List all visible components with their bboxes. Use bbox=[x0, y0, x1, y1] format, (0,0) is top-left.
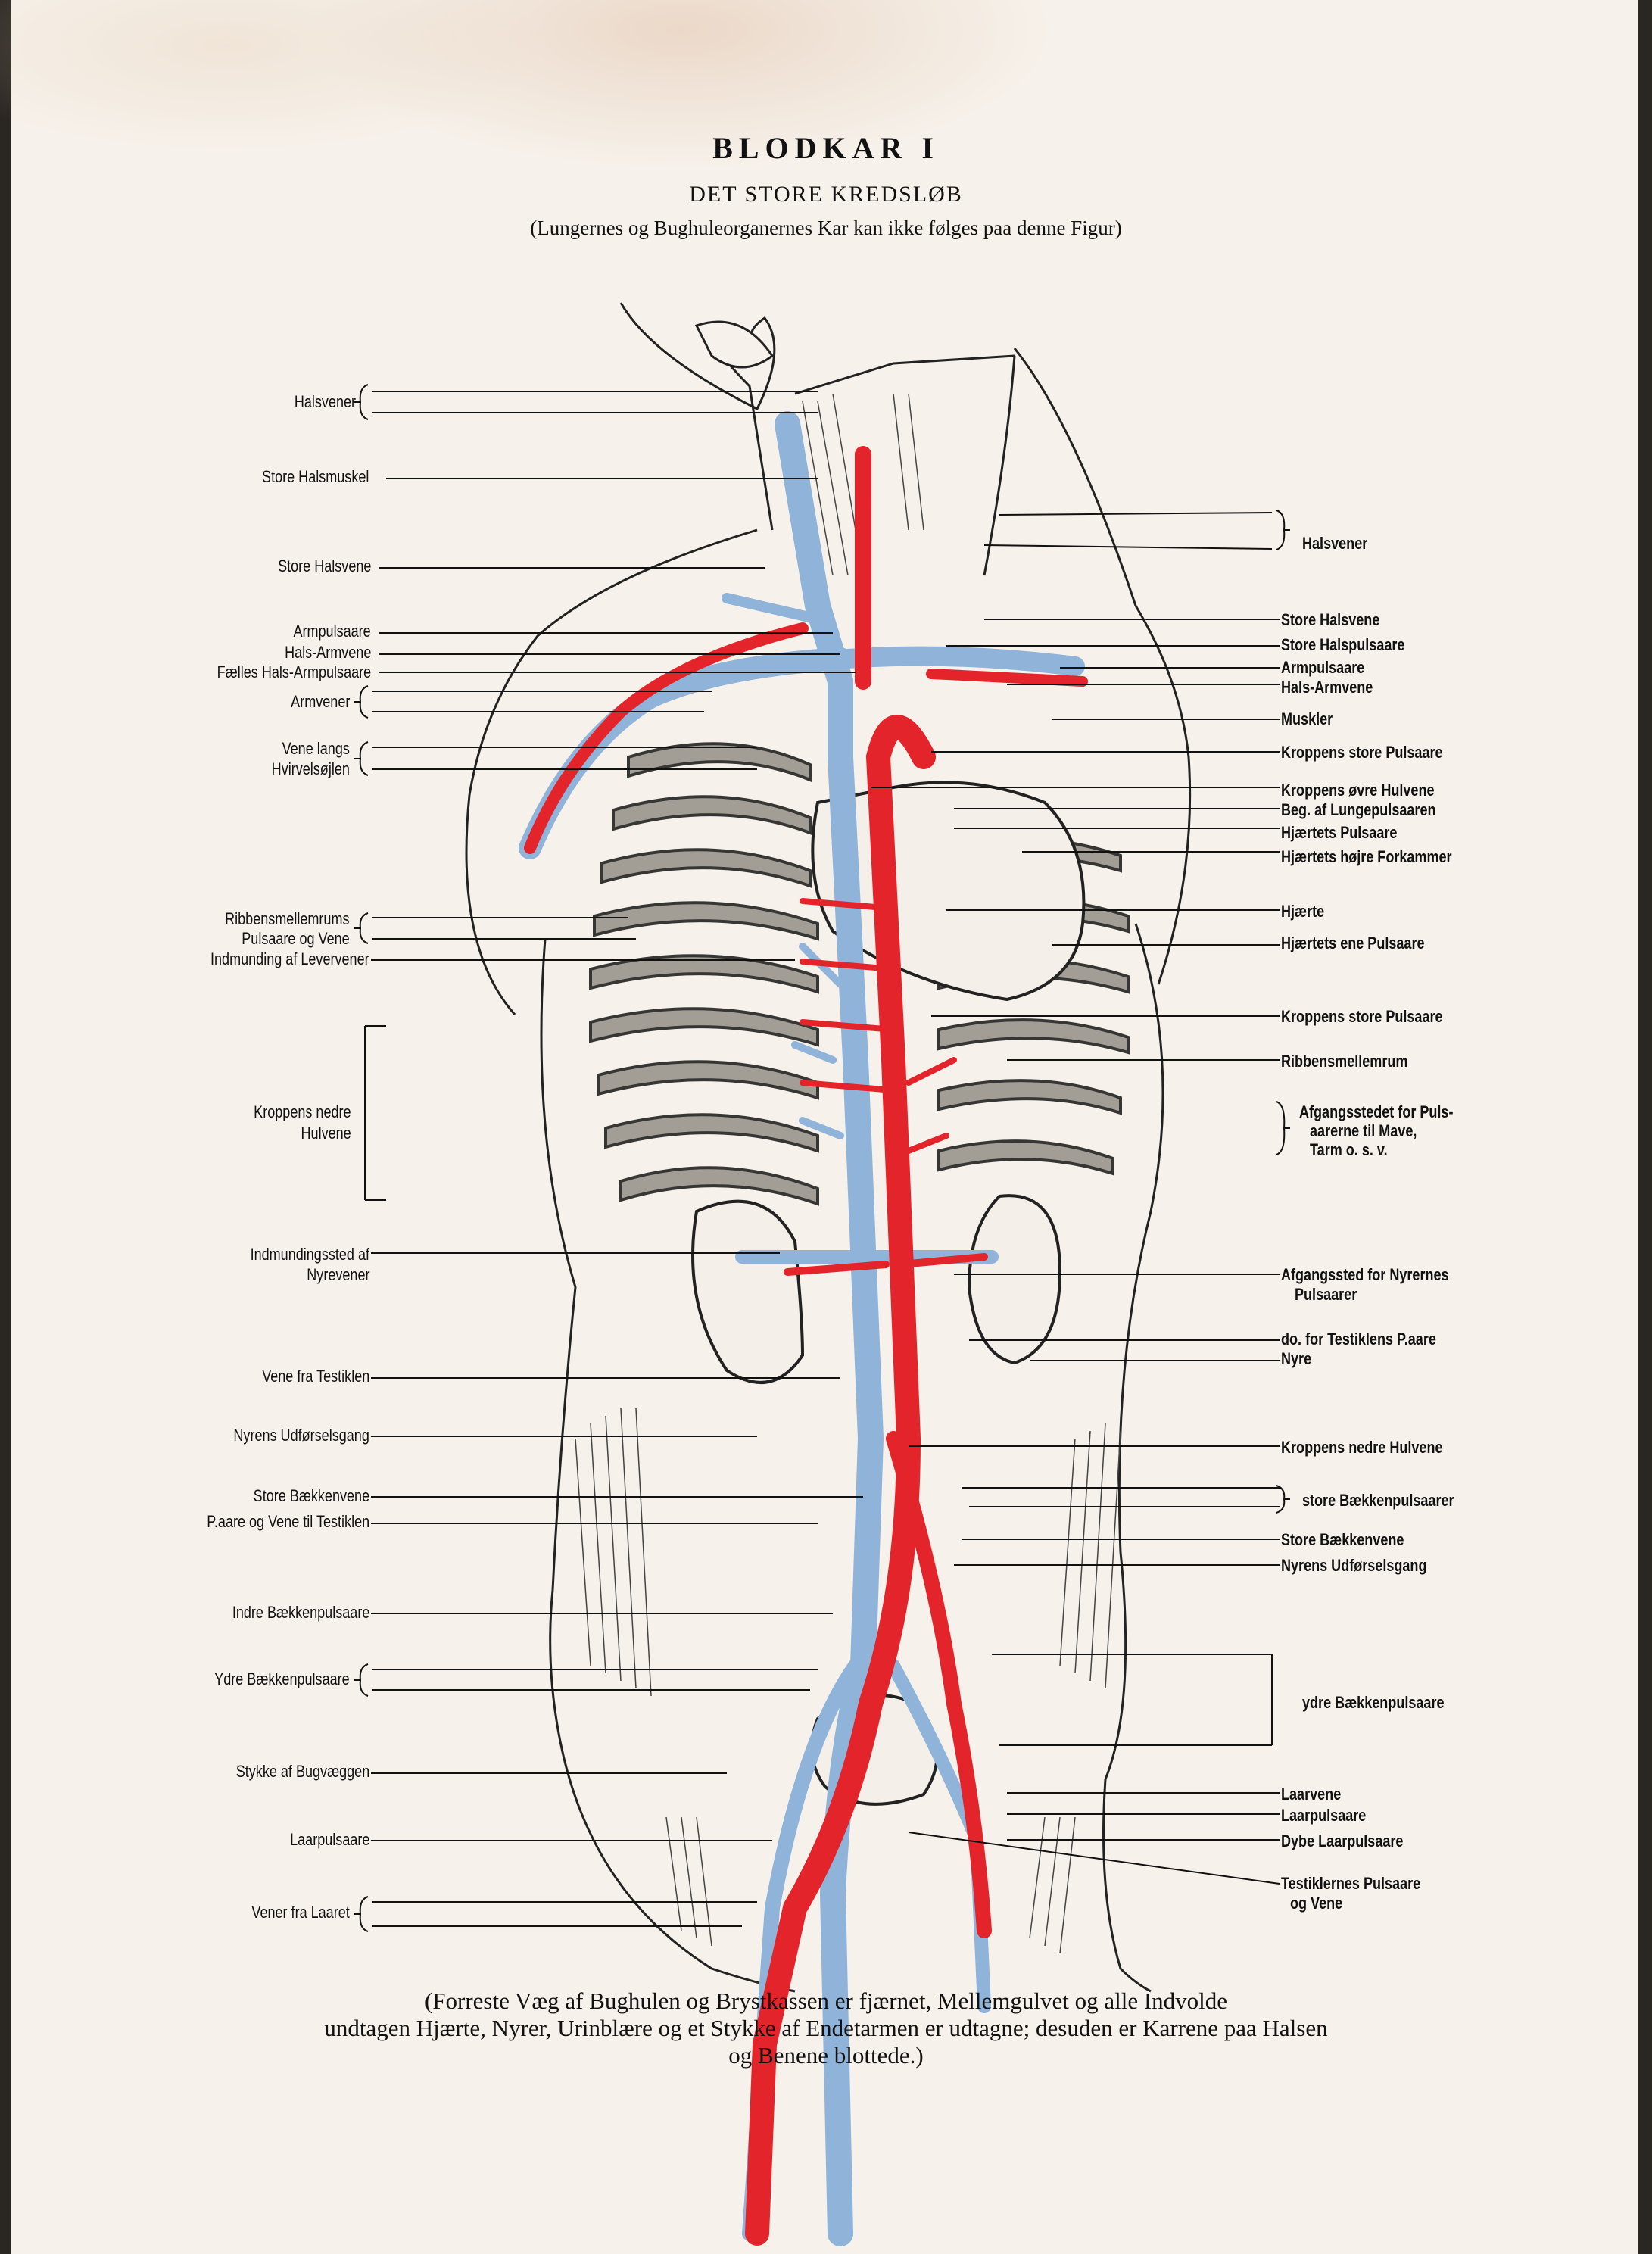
label-right-dybe-laarpulsaare: Dybe Laarpulsaare bbox=[1281, 1832, 1404, 1850]
label-left-nyrevener: Nyrevener bbox=[306, 1265, 369, 1284]
label-right-afgangsstedet-3: Tarm o. s. v. bbox=[1310, 1140, 1388, 1159]
label-right-testiklernes-pulsaare: Testiklernes Pulsaare bbox=[1281, 1874, 1421, 1893]
label-right-store-baekkenpulsaarer: store Bækkenpulsaarer bbox=[1302, 1491, 1454, 1510]
label-right-nyrens-udforselsgang: Nyrens Udførselsgang bbox=[1281, 1556, 1427, 1575]
label-right-do-testiklens: do. for Testiklens P.aare bbox=[1281, 1330, 1436, 1348]
label-left-laarpulsaare: Laarpulsaare bbox=[289, 1830, 369, 1849]
neck-top bbox=[794, 354, 1015, 395]
caption-line: (Forreste Væg af Bughulen og Brystkassen… bbox=[424, 1987, 1228, 2014]
label-right-armpulsaare: Armpulsaare bbox=[1281, 658, 1365, 677]
label-left-vene-langs: Vene langs bbox=[282, 739, 350, 758]
label-left-stykke-af-bugvaeggen: Stykke af Bugvæggen bbox=[235, 1762, 369, 1781]
braces bbox=[354, 384, 1290, 1932]
label-right-hjaertets-pulsaare: Hjærtets Pulsaare bbox=[1281, 823, 1398, 842]
right-shoulder bbox=[1013, 348, 1192, 985]
label-right-hjaerte: Hjærte bbox=[1281, 902, 1325, 921]
label-right-halsvener: Halsvener bbox=[1302, 534, 1368, 553]
label-left-vener-fra-laaret: Vener fra Laaret bbox=[251, 1903, 350, 1922]
label-left-store-baekkenvene: Store Bækkenvene bbox=[253, 1486, 369, 1505]
label-right-hjaertets-hojre-forkammer: Hjærtets højre Forkammer bbox=[1281, 847, 1452, 866]
right-leg-line bbox=[1102, 1779, 1152, 1993]
paper-stain bbox=[0, 0, 1652, 394]
label-left-kroppens-nedre: Kroppens nedre bbox=[254, 1102, 351, 1121]
label-right-ribbensmellemrum: Ribbensmellemrum bbox=[1281, 1052, 1408, 1071]
label-right-kroppens-nedre-hulvene: Kroppens nedre Hulvene bbox=[1281, 1438, 1443, 1457]
right-body-line bbox=[1104, 923, 1164, 1780]
label-right-laarpulsaare: Laarpulsaare bbox=[1281, 1806, 1367, 1825]
label-left-armpulsaare: Armpulsaare bbox=[293, 622, 371, 641]
arteries bbox=[524, 446, 1088, 2246]
label-right-beg-lungepulsaaren: Beg. af Lungepulsaaren bbox=[1281, 800, 1436, 819]
label-right-ydre-baekkenpulsaare: ydre Bækkenpulsaare bbox=[1302, 1693, 1445, 1712]
label-right-nyre: Nyre bbox=[1281, 1349, 1312, 1368]
caption-line: og Benene blottede.) bbox=[728, 2042, 924, 2069]
label-left-indmundingssted-af: Indmundingssted af bbox=[250, 1245, 369, 1264]
label-left-ribbensmellemrums: Ribbensmellemrums bbox=[225, 909, 350, 928]
label-right-afgangssted-nyrernes: Afgangssted for Nyrernes bbox=[1281, 1265, 1449, 1284]
label-right-hals-armvene: Hals-Armvene bbox=[1281, 678, 1373, 697]
caption-line: undtagen Hjærte, Nyrer, Urinblære og et … bbox=[324, 2015, 1328, 2041]
label-right-store-halspulsaare: Store Halspulsaare bbox=[1281, 635, 1405, 654]
neck-line-2 bbox=[983, 355, 1016, 576]
label-left-indre-baekkenpulsaare: Indre Bækkenpulsaare bbox=[232, 1603, 369, 1622]
left-body-line bbox=[540, 938, 577, 1742]
label-left-faelles-hals-armpulsaare: Fælles Hals-Armpulsaare bbox=[217, 662, 371, 681]
label-left-paare-og-vene-testiklen: P.aare og Vene til Testiklen bbox=[207, 1512, 369, 1531]
label-left-store-halsvene: Store Halsvene bbox=[277, 556, 371, 575]
label-right-store-halsvene: Store Halsvene bbox=[1281, 610, 1380, 629]
torso-outline bbox=[619, 302, 776, 411]
label-left-hvirvelsojlen: Hvirvelsøjlen bbox=[271, 759, 350, 778]
label-right-afgangsstedet-2: aarerne til Mave, bbox=[1310, 1121, 1417, 1140]
label-right-afgangsstedet-1: Afgangsstedet for Puls- bbox=[1299, 1102, 1454, 1121]
label-right-hjaertets-ene-pulsaare: Hjærtets ene Pulsaare bbox=[1281, 934, 1425, 952]
label-right-kroppens-ovre-hulvene: Kroppens øvre Hulvene bbox=[1281, 781, 1435, 800]
plate-caption: (Forreste Væg af Bughulen og Brystkassen… bbox=[0, 1987, 1652, 2069]
label-left-pulsaare-og-vene: Pulsaare og Vene bbox=[242, 929, 350, 948]
plate-note: (Lungernes og Bughuleorganernes Kar kan … bbox=[530, 217, 1122, 239]
label-left-hals-armvene: Hals-Armvene bbox=[284, 643, 371, 662]
plate-title: BLODKAR I bbox=[712, 131, 940, 165]
label-right-kroppens-store-pulsaare: Kroppens store Pulsaare bbox=[1281, 743, 1443, 762]
label-right-muskler: Muskler bbox=[1281, 709, 1333, 728]
label-right-laarvene: Laarvene bbox=[1281, 1785, 1342, 1804]
label-right-store-baekkenvene: Store Bækkenvene bbox=[1281, 1530, 1404, 1549]
label-right-pulsaarer: Pulsaarer bbox=[1295, 1285, 1357, 1304]
label-left-hulvene: Hulvene bbox=[301, 1124, 351, 1143]
plate-subtitle: DET STORE KREDSLØB bbox=[689, 182, 963, 207]
left-shoulder bbox=[465, 528, 758, 1015]
label-left-vene-fra-testiklen: Vene fra Testiklen bbox=[261, 1367, 369, 1386]
label-left-halsvener: Halsvener bbox=[294, 392, 356, 411]
label-left-armvener: Armvener bbox=[290, 692, 350, 711]
ear-shape bbox=[694, 320, 775, 369]
label-left-nyrens-udforselsgang: Nyrens Udførselsgang bbox=[233, 1426, 369, 1445]
muscle-hatching bbox=[575, 393, 1121, 1954]
label-left-indmunding-levervener: Indmunding af Levervener bbox=[210, 949, 369, 968]
label-left-ydre-baekkenpulsaare: Ydre Bækkenpulsaare bbox=[214, 1669, 350, 1688]
label-right-kroppens-store-pulsaare-2: Kroppens store Pulsaare bbox=[1281, 1007, 1443, 1026]
label-right-og-vene: og Vene bbox=[1290, 1894, 1343, 1913]
kidney-left bbox=[691, 1199, 805, 1384]
label-left-store-halsmuskel: Store Halsmuskel bbox=[261, 467, 369, 486]
